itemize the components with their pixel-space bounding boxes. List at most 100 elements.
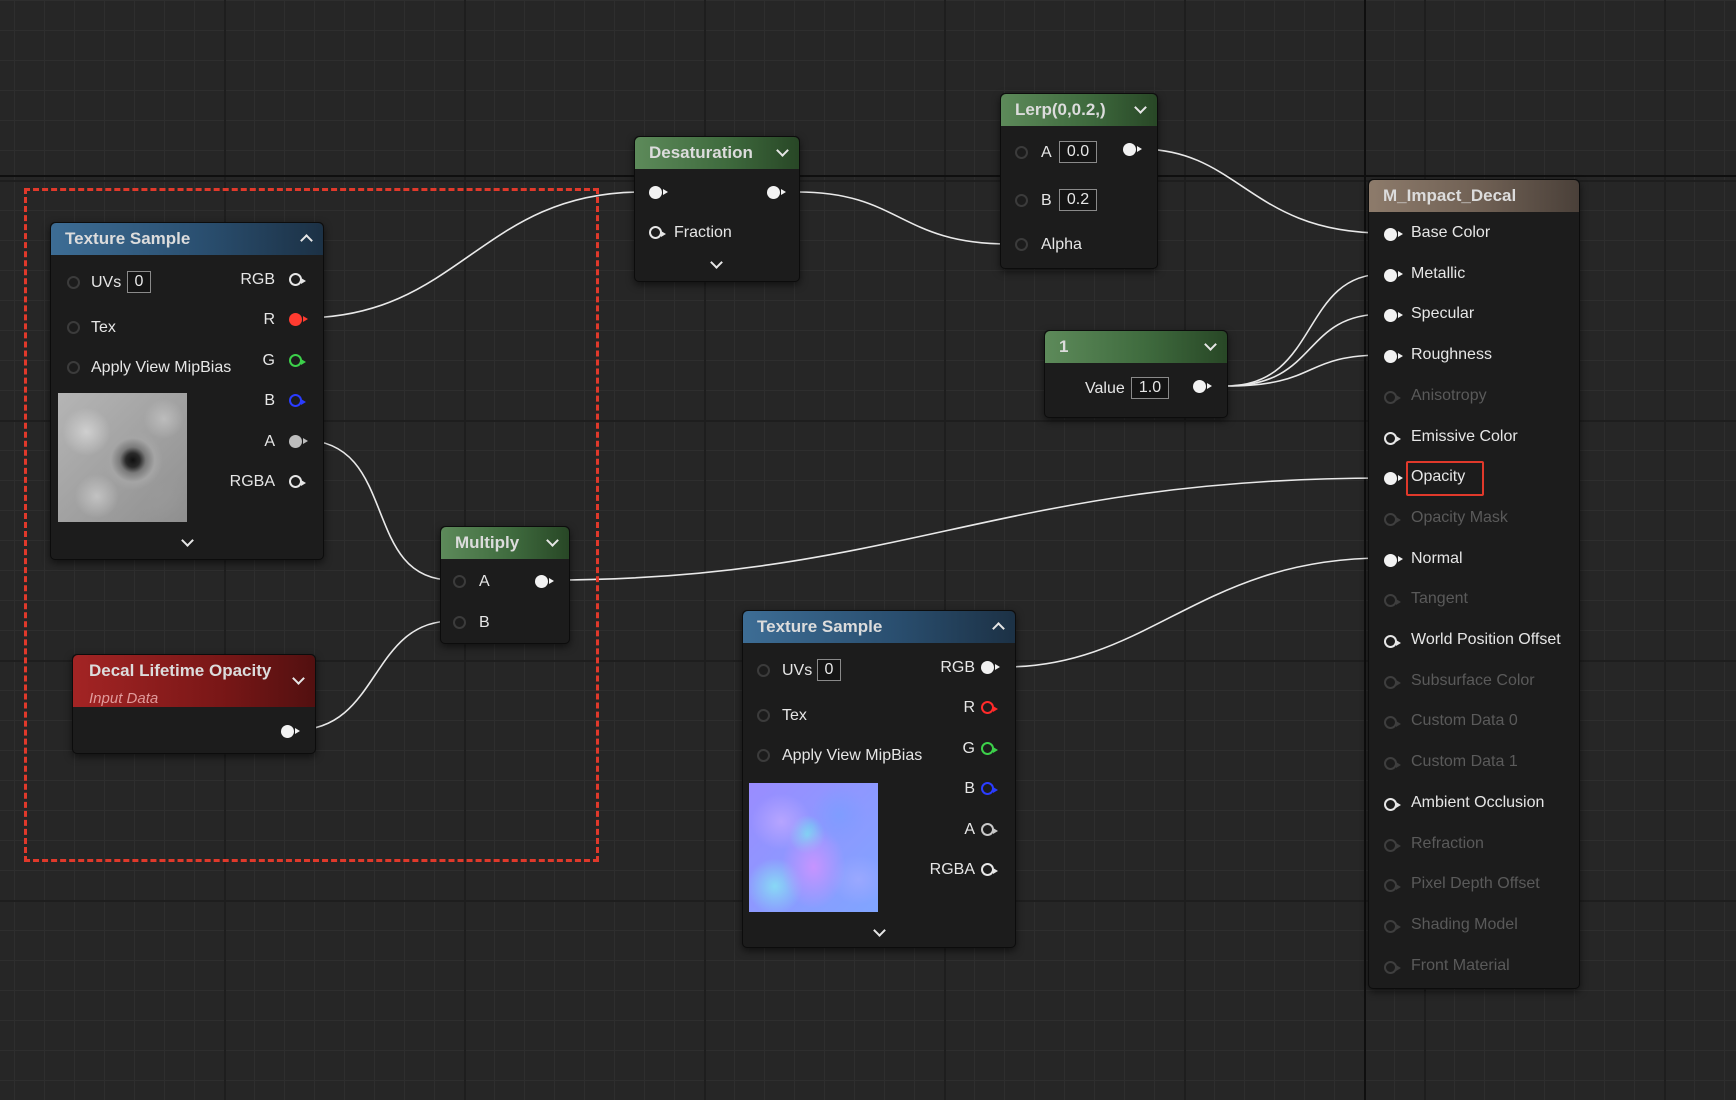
expand-chevron-icon[interactable] <box>874 926 885 937</box>
output-pin[interactable] <box>281 725 300 738</box>
tex-label: Tex <box>91 319 116 336</box>
material-input-pin[interactable] <box>1384 919 1401 933</box>
decal-lifetime-opacity-node[interactable]: Decal Lifetime Opacity Input Data <box>72 654 316 754</box>
multiply-node[interactable]: Multiply A B <box>440 526 570 644</box>
output-pin[interactable] <box>535 575 554 588</box>
normal-map-preview-image <box>749 783 878 912</box>
b-input-pin[interactable] <box>453 616 466 629</box>
material-input-pin[interactable] <box>1384 635 1401 648</box>
collapse-chevron-icon[interactable] <box>993 620 1004 631</box>
constant-node[interactable]: 1 Value 1.0 <box>1044 330 1228 418</box>
material-input-pin[interactable] <box>1384 472 1403 486</box>
material-input-pin[interactable] <box>1384 268 1403 282</box>
desaturation-node[interactable]: Desaturation Fraction <box>634 136 800 282</box>
node-title: Lerp(0,0.2,) <box>1015 100 1106 119</box>
material-input-pin[interactable] <box>1384 594 1401 608</box>
material-input-pin[interactable] <box>1384 675 1401 689</box>
uvs-input-pin[interactable] <box>757 664 770 677</box>
node-header[interactable]: Multiply <box>441 527 569 559</box>
mipbias-input-pin[interactable] <box>67 361 80 374</box>
material-input-label: Metallic <box>1411 264 1466 282</box>
rgb-output-pin[interactable] <box>981 661 1000 674</box>
expand-chevron-icon[interactable] <box>182 536 193 547</box>
a-input-pin[interactable] <box>453 575 466 588</box>
r-output-pin[interactable] <box>981 701 998 714</box>
tex-input-pin[interactable] <box>67 321 80 334</box>
node-header[interactable]: Decal Lifetime Opacity Input Data <box>73 655 315 707</box>
material-input-label: Specular <box>1411 305 1475 323</box>
node-header[interactable]: M_Impact_Decal <box>1369 180 1579 212</box>
material-input-pin[interactable] <box>1384 757 1401 771</box>
input-pin[interactable] <box>649 186 668 199</box>
node-header[interactable]: Texture Sample <box>743 611 1015 643</box>
mipbias-input-pin[interactable] <box>757 749 770 762</box>
g-output-pin[interactable] <box>981 742 998 755</box>
material-input-pin[interactable] <box>1384 838 1401 852</box>
output-pin[interactable] <box>767 186 786 199</box>
material-input-pin[interactable] <box>1384 512 1401 526</box>
output-pin[interactable] <box>1123 143 1142 156</box>
node-title: Texture Sample <box>757 617 883 636</box>
r-output-pin[interactable] <box>289 313 308 326</box>
tex-label: Tex <box>782 707 807 724</box>
rgba-output-pin[interactable] <box>981 863 998 876</box>
fraction-input-pin[interactable] <box>649 226 666 239</box>
rgba-output-pin[interactable] <box>289 475 306 488</box>
collapse-chevron-icon[interactable] <box>301 232 312 243</box>
material-input-pin[interactable] <box>1384 350 1403 364</box>
material-input-pin[interactable] <box>1384 960 1401 974</box>
dropdown-chevron-icon[interactable] <box>547 536 558 547</box>
alpha-input-pin[interactable] <box>1015 238 1028 251</box>
tex-input-pin[interactable] <box>757 709 770 722</box>
material-input-label: Custom Data 1 <box>1411 753 1518 771</box>
b-input-pin[interactable] <box>1015 194 1028 207</box>
b-output-pin[interactable] <box>289 394 306 407</box>
lerp-node[interactable]: Lerp(0,0.2,) A 0.0 B 0.2 Alpha <box>1000 93 1158 269</box>
output-pin[interactable] <box>1193 380 1212 393</box>
node-header[interactable]: 1 <box>1045 331 1227 363</box>
node-header[interactable]: Lerp(0,0.2,) <box>1001 94 1157 126</box>
a-value-field[interactable]: 0.0 <box>1059 141 1097 163</box>
rgba-output-label: RGBA <box>929 861 975 878</box>
expand-chevron-icon[interactable] <box>711 258 722 269</box>
wire-constant-to-roughness <box>1225 354 1385 387</box>
material-input-pin[interactable] <box>1384 309 1403 323</box>
node-header[interactable]: Desaturation <box>635 137 799 169</box>
r-output-label: R <box>963 699 975 716</box>
uvs-input-pin[interactable] <box>67 276 80 289</box>
material-input-pin[interactable] <box>1384 390 1401 404</box>
uvs-value-field[interactable]: 0 <box>127 271 151 293</box>
node-title: Multiply <box>455 533 520 552</box>
material-input-pin[interactable] <box>1384 553 1403 567</box>
material-input-pin[interactable] <box>1384 228 1403 241</box>
node-header[interactable]: Texture Sample <box>51 223 323 255</box>
rgb-output-pin[interactable] <box>289 273 306 286</box>
dropdown-chevron-icon[interactable] <box>293 674 304 685</box>
a-input-pin[interactable] <box>1015 146 1028 159</box>
value-field[interactable]: 1.0 <box>1131 377 1169 399</box>
texture-sample-node[interactable]: Texture Sample UVs 0 Tex Apply View MipB… <box>50 222 324 560</box>
b-output-pin[interactable] <box>981 782 998 795</box>
b-output-label: B <box>964 780 975 797</box>
material-input-pin[interactable] <box>1384 797 1401 811</box>
material-input-label: World Position Offset <box>1411 631 1561 648</box>
wire-normal-texture-to-normal <box>1003 557 1385 668</box>
g-output-pin[interactable] <box>289 354 306 367</box>
g-output-label: G <box>262 352 275 369</box>
normal-texture-sample-node[interactable]: Texture Sample UVs 0 Tex Apply View MipB… <box>742 610 1016 948</box>
material-input-pin[interactable] <box>1384 716 1401 730</box>
a-output-pin[interactable] <box>981 823 998 836</box>
dropdown-chevron-icon[interactable] <box>1135 103 1146 114</box>
b-value-field[interactable]: 0.2 <box>1059 189 1097 211</box>
material-input-pin[interactable] <box>1384 431 1401 445</box>
material-input-label: Ambient Occlusion <box>1411 793 1545 811</box>
wire-multiply-to-opacity <box>549 477 1385 581</box>
dropdown-chevron-icon[interactable] <box>1205 340 1216 351</box>
a-label: A <box>479 573 490 590</box>
opacity-highlight-box <box>1406 461 1484 497</box>
a-output-pin[interactable] <box>289 435 308 448</box>
dropdown-chevron-icon[interactable] <box>777 146 788 157</box>
material-input-pin[interactable] <box>1384 879 1401 893</box>
uvs-value-field[interactable]: 0 <box>817 659 841 681</box>
